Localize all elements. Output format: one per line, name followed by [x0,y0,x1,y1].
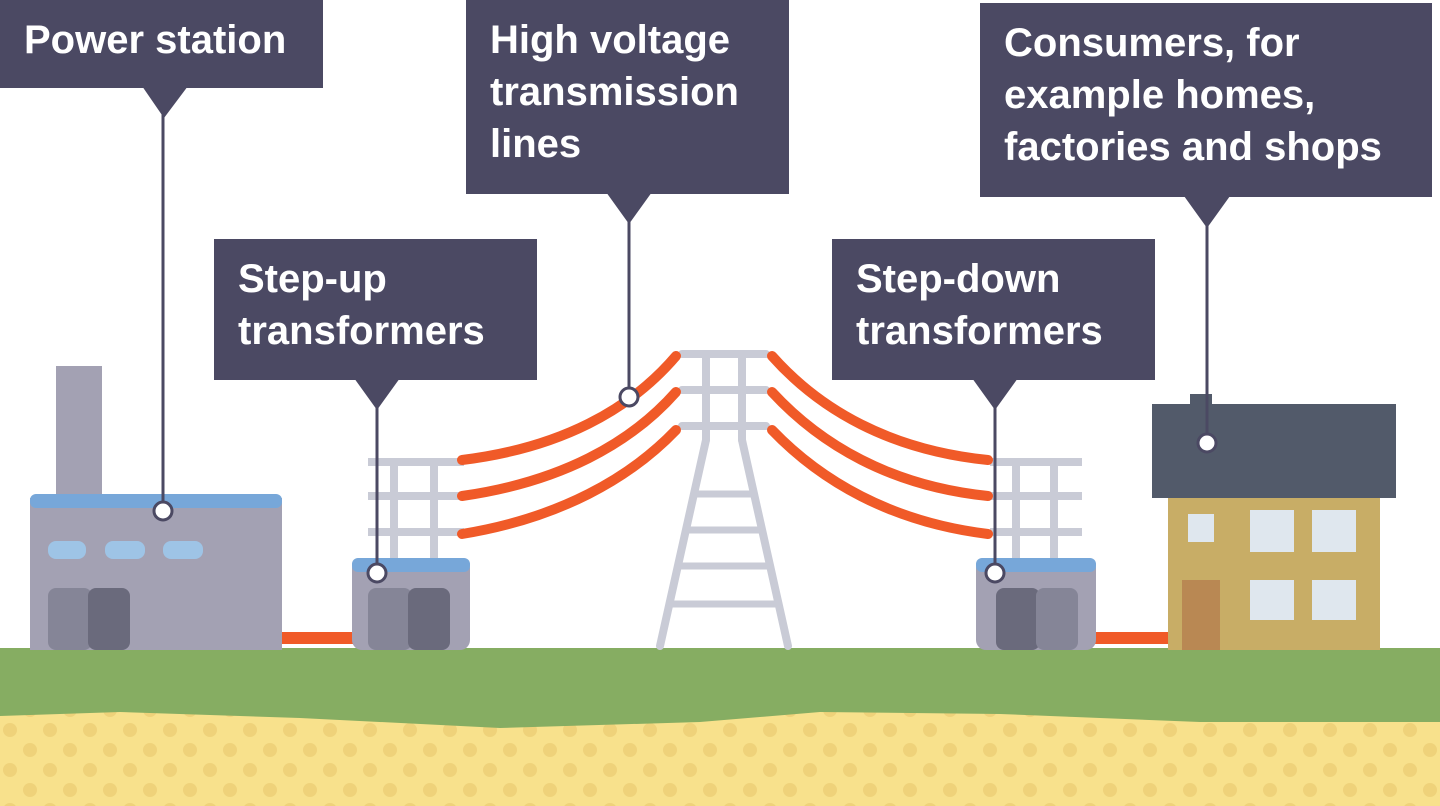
chimney [56,366,102,506]
pointer-consumers [1184,196,1230,228]
house-door [1182,580,1220,650]
endpoint-power-station [152,500,174,522]
house-window [1312,580,1356,620]
label-consumers-line-3: factories and shops [1004,125,1382,169]
label-transmission-line-1: High voltage [490,18,731,62]
step-down-door-left [996,588,1040,650]
cable-left-2 [457,387,681,501]
transmission-lines [457,351,993,539]
pointer-step-up [354,378,400,410]
label-power-station: Power station [0,0,323,88]
label-consumers-line-2: example homes, [1004,73,1316,117]
endpoint-step-up [366,562,388,584]
station-window [163,541,203,559]
house-window [1312,510,1356,552]
cable-right-1 [767,351,993,465]
grass [0,648,1440,728]
pylon [656,350,792,650]
station-door-right [88,588,130,650]
cable-left-3 [457,425,681,539]
label-consumers: Consumers, for example homes, factories … [980,3,1432,197]
step-down-transformer [976,458,1096,650]
cable-right-3 [767,425,993,539]
step-up-transformer [352,458,470,650]
house-roof [1152,404,1396,498]
step-up-door-left [368,588,412,650]
station-window [105,541,145,559]
pointer-transmission [606,192,652,224]
pointer-step-down [972,378,1018,410]
step-down-door-right [1036,588,1078,650]
ground-cable-left [280,632,354,644]
cable-right-2 [767,387,993,501]
step-down-frame [990,458,1082,560]
house [1152,394,1396,650]
house-window [1250,510,1294,552]
label-step-up-line-2: transformers [238,309,485,353]
label-transmission-lines: High voltage transmission lines [466,0,789,194]
station-window [48,541,86,559]
label-step-down-line-2: transformers [856,309,1103,353]
ground-cable-right [1094,632,1168,644]
label-transmission-line-2: transmission [490,70,739,114]
house-window [1250,580,1294,620]
step-up-frame [368,458,464,560]
ground [0,648,1440,806]
endpoint-step-down [984,562,1006,584]
leader-endpoints [152,386,1218,584]
house-chimney [1190,394,1212,408]
station-door-left [48,588,92,650]
endpoint-consumers [1196,432,1218,454]
label-step-down-transformers: Step-down transformers [832,239,1155,380]
cable-left-1 [457,351,681,465]
label-consumers-line-1: Consumers, for [1004,21,1300,65]
step-up-door-right [408,588,450,650]
pointer-power-station [142,86,188,118]
step-down-box-top [976,558,1096,572]
endpoint-transmission [618,386,640,408]
station-roof [30,494,282,508]
label-power-station-line-1: Power station [24,18,287,62]
label-step-down-line-1: Step-down [856,257,1061,301]
house-window-small [1188,514,1214,542]
leader-lines [142,86,1230,572]
label-step-up-line-1: Step-up [238,257,387,301]
power-station [30,366,282,650]
label-transmission-line-3: lines [490,122,582,166]
label-step-up-transformers: Step-up transformers [214,239,537,380]
